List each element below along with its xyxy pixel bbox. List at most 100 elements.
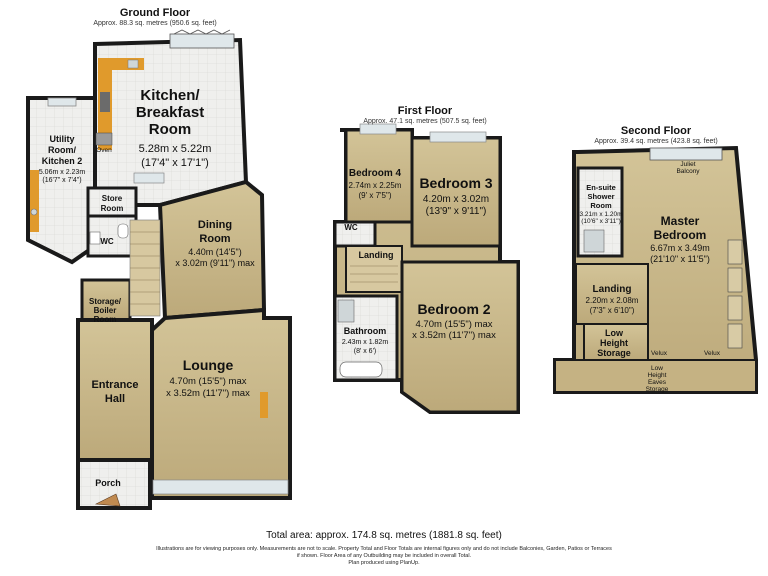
ensuite-name-1: En-suite: [586, 183, 616, 192]
utility-name-3: Kitchen 2: [42, 156, 83, 166]
utility-window: [47, 97, 77, 107]
first-floor-title: First Floor: [398, 105, 453, 117]
bedroom4-dim-2: (9' x 7'5"): [358, 191, 391, 200]
bedroom4-floor: [344, 128, 414, 224]
bedroom3-name: Bedroom 3: [419, 175, 492, 191]
bedroom3-dim-1: 4.20m x 3.02m: [423, 194, 489, 205]
bathroom-name: Bathroom: [344, 326, 387, 336]
dining-dim-1: 4.40m (14'5"): [188, 247, 241, 257]
basin-icon: [89, 231, 101, 245]
storage-name-3: Room: [94, 315, 117, 324]
low-storage-name-2: Height: [600, 338, 628, 348]
ground-floor-title: Ground Floor: [120, 7, 191, 19]
bedroom3-floor: [410, 136, 502, 248]
second-floor-plan: Second Floor Approx. 39.4 sq. metres (42…: [553, 125, 758, 394]
oven-icon: [95, 132, 113, 146]
landing-second-dim-1: 2.20m x 2.08m: [586, 296, 639, 305]
storage-name-1: Storage/: [89, 297, 122, 306]
bedroom4-dim-1: 2.74m x 2.25m: [349, 181, 402, 190]
disclaimer-line-1: Illustrations are for viewing purposes o…: [156, 546, 612, 552]
utility-room-floor: [26, 96, 97, 265]
dining-name-1: Dining: [198, 219, 232, 231]
ensuite-name-3: Room: [590, 201, 612, 210]
utility-name-2: Room/: [48, 145, 76, 155]
utility-name-1: Utility: [49, 134, 74, 144]
wc-ground-label: WC: [100, 237, 114, 246]
bedroom2-name: Bedroom 2: [417, 301, 490, 317]
ensuite-dim-1: 3.21m x 1.20m: [580, 211, 623, 218]
eaves-name-4: Storage: [646, 386, 669, 393]
second-floor-area: Approx. 39.4 sq. metres (423.8 sq. feet): [594, 138, 717, 145]
dining-dim-2: x 3.02m (9'11") max: [175, 258, 255, 268]
porch-name: Porch: [95, 478, 121, 488]
utility-worktop: [30, 170, 39, 232]
bedroom2-floor: [400, 260, 520, 414]
ground-stairs: [129, 219, 161, 317]
eaves-name-3: Eaves: [648, 379, 667, 386]
bath-icon: [339, 361, 383, 378]
store-name-2: Room: [101, 204, 124, 213]
kitchen-name-2: Breakfast: [136, 104, 204, 121]
master-dim-2: (21'10" x 11'5"): [650, 254, 710, 264]
landing-second-name: Landing: [593, 284, 632, 295]
ensuite-dim-2: (10'6" x 3'11"): [581, 218, 621, 225]
wc-first-label: WC: [344, 223, 358, 232]
bedroom4-name: Bedroom 4: [349, 168, 402, 179]
toilet-icon: [117, 223, 129, 239]
juliet-balcony-doors: [649, 147, 723, 161]
lounge-name: Lounge: [183, 357, 234, 373]
landing-first-label: Landing: [359, 250, 394, 260]
porch-mat: [94, 493, 121, 507]
bedroom2-dim-2: x 3.52m (11'7") max: [412, 330, 496, 341]
shower-icon: [337, 299, 355, 323]
store-name-1: Store: [102, 194, 123, 203]
hob-icon: [100, 92, 110, 112]
bifold-doors: [169, 33, 235, 49]
fireplace: [260, 392, 268, 418]
utility-dim-2: (16'7" x 7'4"): [42, 177, 81, 184]
kitchen-name-3: Room: [149, 121, 192, 138]
utility-sink-icon: [30, 208, 38, 216]
utility-dim-1: 5.06m x 2.23m: [39, 169, 85, 176]
second-floor-title: Second Floor: [621, 125, 692, 137]
fitted-wardrobes: [727, 239, 743, 349]
bathroom-dim-1: 2.43m x 1.82m: [342, 339, 388, 346]
eaves-name-2: Height: [648, 372, 667, 379]
entrance-name-1: Entrance: [91, 379, 138, 391]
disclaimer-line-2: if shown. Floor Area of any Outbuilding …: [296, 553, 472, 559]
juliet-label-1: Juliet: [680, 161, 695, 168]
total-area: Total area: approx. 174.8 sq. metres (18…: [266, 530, 502, 541]
disclaimer-line-3: Plan produced using PlanUp.: [348, 560, 420, 566]
kitchen-sink-icon: [127, 59, 139, 69]
master-dim-1: 6.67m x 3.49m: [650, 243, 710, 253]
lounge-bay-window: [152, 479, 289, 495]
oven-label: Oven: [96, 147, 112, 154]
first-floor-area: Approx. 47.1 sq. metres (507.5 sq. feet): [363, 118, 486, 125]
storage-name-2: Boiler: [94, 306, 117, 315]
dining-room-floor: [157, 179, 267, 321]
ground-floor-plan: Ground Floor Approx. 88.3 sq. metres (95…: [26, 7, 292, 510]
kitchen-dim-2: (17'4" x 17'1"): [141, 157, 209, 169]
master-name-1: Master: [661, 214, 700, 228]
juliet-label-2: Balcony: [676, 168, 700, 175]
landing-second-dim-2: (7'3" x 6'10"): [590, 306, 635, 315]
eaves-storage-floor: [554, 359, 757, 393]
lounge-dim-1: 4.70m (15'5") max: [170, 376, 247, 387]
kitchen-name-1: Kitchen/: [140, 87, 200, 104]
kitchen-dim-1: 5.28m x 5.22m: [139, 143, 212, 155]
velux-label-1: Velux: [651, 350, 668, 357]
bedroom3-dim-2: (13'9" x 9'11"): [426, 206, 487, 217]
porch-floor: [76, 458, 152, 510]
low-storage-name-3: Storage: [597, 348, 631, 358]
master-name-2: Bedroom: [654, 228, 707, 242]
lounge-floor: [150, 307, 292, 500]
ground-floor-area: Approx. 88.3 sq. metres (950.6 sq. feet): [93, 20, 216, 27]
landing-first-floor: [345, 245, 403, 293]
bathroom-dim-2: (8' x 6'): [354, 348, 377, 355]
dining-name-2: Room: [199, 233, 230, 245]
bedroom2-dim-1: 4.70m (15'5") max: [416, 319, 493, 330]
low-storage-name-1: Low: [605, 328, 624, 338]
eaves-name-1: Low: [651, 365, 663, 372]
velux-label-2: Velux: [704, 350, 721, 357]
